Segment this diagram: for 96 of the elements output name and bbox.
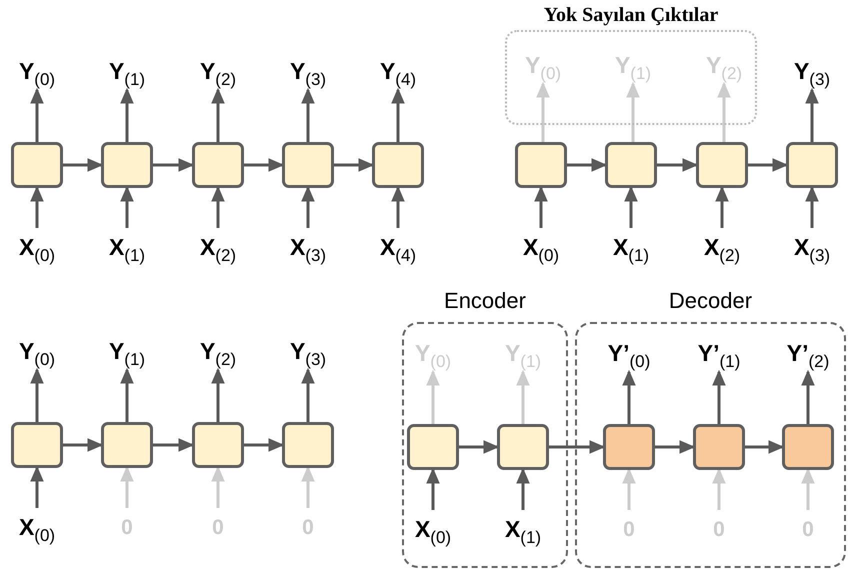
input-label: X$_{(4)}$ (363, 228, 433, 266)
input-label: X$_{(0)}$ (2, 508, 72, 546)
rnn-cell (696, 142, 748, 188)
rnn-cell (192, 142, 244, 188)
arrow (626, 82, 640, 142)
input-label: X$_{(3)}$ (273, 228, 343, 266)
output-label: Y$_{(2)}$ (183, 332, 253, 370)
rnn-cell (786, 142, 838, 188)
arrow (426, 370, 440, 424)
arrow (549, 440, 604, 454)
arrow (30, 186, 44, 228)
arrow (302, 186, 314, 228)
output-label: Y$_{(2)}$ (183, 52, 253, 90)
arrow (212, 368, 224, 422)
arrow (745, 440, 784, 454)
arrow (30, 88, 44, 142)
arrow (716, 186, 728, 228)
arrow (212, 186, 224, 228)
rnn-cell (372, 142, 424, 188)
group-heading: Decoder (668, 288, 754, 314)
arrow (748, 158, 788, 172)
arrow (212, 466, 224, 508)
input-label: X$_{(2)}$ (183, 228, 253, 266)
rnn-cell (192, 422, 244, 468)
arrow (459, 440, 498, 454)
arrow (30, 368, 44, 422)
output-label: Y$_{(0)}$ (2, 332, 72, 370)
arrow (712, 468, 726, 510)
input-label: X$_{(1)}$ (596, 228, 666, 266)
arrow (392, 88, 404, 142)
arrow (392, 186, 404, 228)
input-label: X$_{(1)}$ (488, 510, 558, 548)
decoder-cell (693, 424, 745, 470)
arrow (426, 468, 440, 510)
decoder-cell (603, 424, 655, 470)
arrow (302, 466, 314, 508)
output-label: Y$_{(0)}$ (2, 52, 72, 90)
rnn-cell (282, 422, 334, 468)
arrow (534, 186, 548, 228)
arrow (516, 370, 530, 424)
output-label: Y’$_{(1)}$ (684, 334, 754, 372)
group-heading: Yok Sayılan Çıktılar (542, 5, 720, 25)
rnn-cell (515, 142, 567, 188)
arrow (718, 82, 730, 142)
arrow (120, 88, 134, 142)
output-label: Y$_{(3)}$ (273, 332, 343, 370)
arrow (536, 82, 550, 142)
arrow (567, 158, 606, 172)
arrow (624, 186, 638, 228)
arrow (153, 158, 194, 172)
output-label: Y’$_{(2)}$ (773, 334, 843, 372)
output-label: Y’$_{(0)}$ (594, 334, 664, 372)
rnn-cell (605, 142, 657, 188)
arrow (802, 370, 814, 424)
arrow (622, 370, 636, 424)
rnn-cell (11, 142, 63, 188)
output-label: Y$_{(3)}$ (777, 52, 847, 90)
arrow (244, 158, 284, 172)
arrow (302, 368, 314, 422)
input-label: X$_{(0)}$ (398, 510, 468, 548)
arrow (30, 466, 44, 508)
arrow (212, 88, 224, 142)
rnn-cell (101, 142, 153, 188)
arrow (120, 186, 134, 228)
arrow (63, 158, 102, 172)
arrow (516, 468, 530, 510)
input-label: X$_{(3)}$ (777, 228, 847, 266)
arrow (302, 88, 314, 142)
arrow (622, 468, 636, 510)
rnn-cell (407, 424, 459, 470)
arrow (806, 88, 818, 142)
arrow (655, 440, 694, 454)
arrow (802, 468, 814, 510)
arrow (334, 158, 374, 172)
input-label: X$_{(0)}$ (506, 228, 576, 266)
arrow (712, 370, 726, 424)
decoder-cell (782, 424, 834, 470)
rnn-cell (282, 142, 334, 188)
rnn-cell (497, 424, 549, 470)
arrow (806, 186, 818, 228)
output-label: Y$_{(3)}$ (273, 52, 343, 90)
arrow (153, 438, 194, 452)
input-label: X$_{(1)}$ (92, 228, 162, 266)
output-label: Y$_{(4)}$ (363, 52, 433, 90)
arrow (120, 466, 134, 508)
arrow (244, 438, 284, 452)
group-heading: Encoder (443, 288, 527, 314)
input-label: X$_{(2)}$ (687, 228, 757, 266)
arrow (120, 368, 134, 422)
input-label: X$_{(0)}$ (2, 228, 72, 266)
rnn-cell (101, 422, 153, 468)
rnn-cell (11, 422, 63, 468)
arrow (657, 158, 698, 172)
output-label: Y$_{(1)}$ (92, 332, 162, 370)
arrow (63, 438, 102, 452)
output-label: Y$_{(1)}$ (92, 52, 162, 90)
